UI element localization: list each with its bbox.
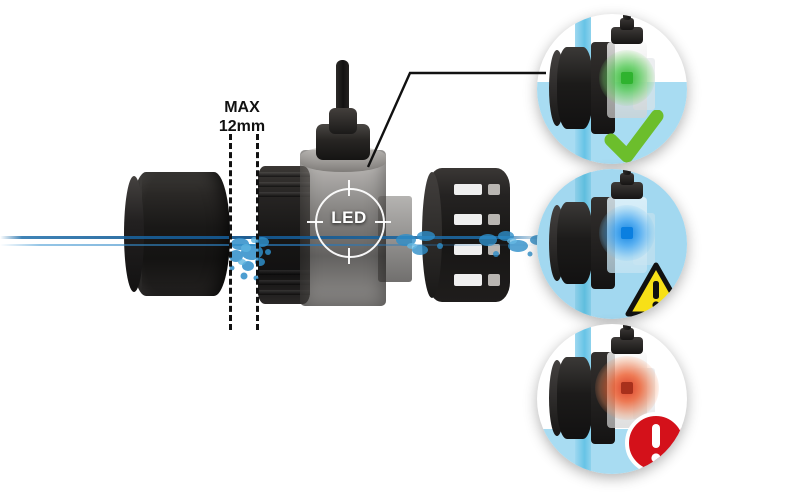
grill-end-cap [422, 172, 442, 298]
led-core-green [621, 72, 633, 84]
callout-leader-line [366, 71, 546, 168]
led-label: LED [331, 208, 367, 227]
dimension-dashed-line-right [256, 134, 259, 330]
callout-status-ok[interactable] [537, 14, 687, 164]
dimension-dashed-line-left [229, 134, 232, 330]
callout-housing-cap [611, 182, 643, 199]
warning-triangle-icon [625, 262, 687, 317]
callout-housing-cap [611, 337, 643, 354]
callout-status-warning[interactable] [537, 169, 687, 319]
callout-cable [623, 324, 631, 330]
checkmark-icon [604, 110, 664, 163]
cap-neck [329, 108, 357, 134]
max-depth-label: MAX 12mm [206, 98, 278, 136]
max-depth-line2: 12mm [218, 118, 266, 135]
water-surface-line-secondary [0, 244, 545, 246]
callout-cable [623, 14, 631, 20]
crosshair-tick-top [348, 180, 350, 196]
led-location-target: LED [307, 180, 391, 264]
led-core-red [621, 382, 633, 394]
crosshair-tick-bottom [348, 248, 350, 264]
callout-left-cylinder [557, 357, 593, 439]
left-cylinder-body [130, 172, 230, 296]
sensor-cable [336, 60, 349, 118]
callout-cap-neck [620, 18, 634, 30]
water-surface-line [0, 236, 545, 239]
callout-cap-neck [620, 173, 634, 185]
max-depth-line1: MAX [224, 99, 260, 116]
error-circle-icon [625, 412, 687, 474]
led-core-blue [621, 227, 633, 239]
callout-housing-cap [611, 27, 643, 44]
callout-status-error[interactable] [537, 324, 687, 474]
crosshair-ring [315, 188, 385, 258]
callout-cable [623, 169, 631, 175]
crosshair-tick-left [307, 221, 323, 223]
left-end-cap [124, 176, 144, 292]
callout-left-cylinder [557, 202, 593, 284]
callout-left-cylinder [557, 47, 593, 129]
crosshair-tick-right [375, 221, 391, 223]
callout-cap-neck [620, 328, 634, 340]
